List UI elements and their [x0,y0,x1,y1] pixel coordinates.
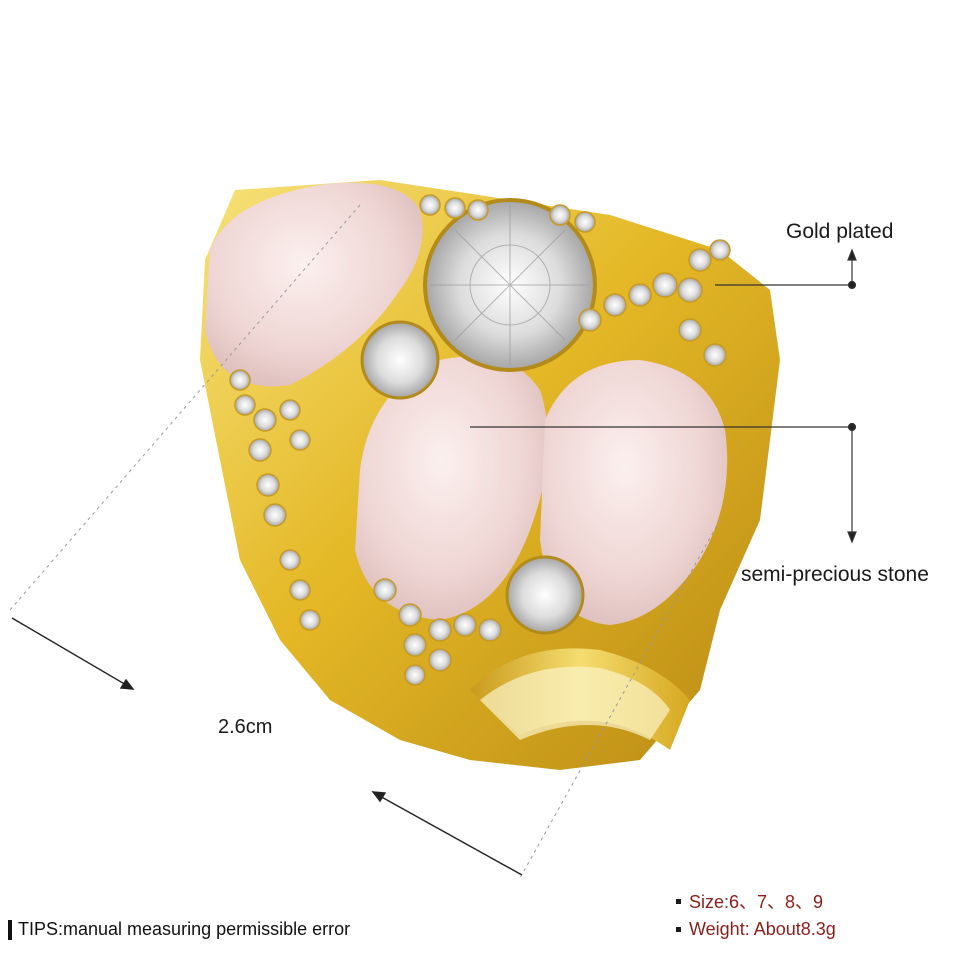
size-spec: Size:6、7、8、9 [676,888,823,914]
callout-stone [470,422,857,544]
callout-gold [715,248,857,290]
stone-top-left [205,182,423,387]
tips-bar [8,919,12,940]
stone-right [540,360,728,625]
crystal-medium-bottom [505,555,585,635]
size-text: Size:6、7、8、9 [689,892,824,912]
tips-text: TIPS:manual measuring permissible error [18,919,351,939]
guide-dotted-left [9,204,361,611]
guide-dotted-bottom [519,519,721,879]
crystal-medium-left [360,320,440,400]
stone-center [355,356,548,620]
ring-illustration [200,180,780,770]
width-label: 2.6cm [218,716,273,738]
width-arrow [11,617,523,876]
ring-opening [480,666,670,740]
gold-plated-label: Gold plated [786,220,894,243]
weight-bullet [676,927,681,932]
size-bullet [676,898,681,904]
pave-crystals [229,194,731,686]
stone-label: semi-precious stone [741,563,929,586]
weight-spec: Weight: About8.3g [676,919,836,940]
tips-note: TIPS:manual measuring permissible error [8,919,350,940]
crystal-facets [430,205,590,365]
weight-text: Weight: About8.3g [689,919,836,939]
dimension-guides [9,204,721,879]
